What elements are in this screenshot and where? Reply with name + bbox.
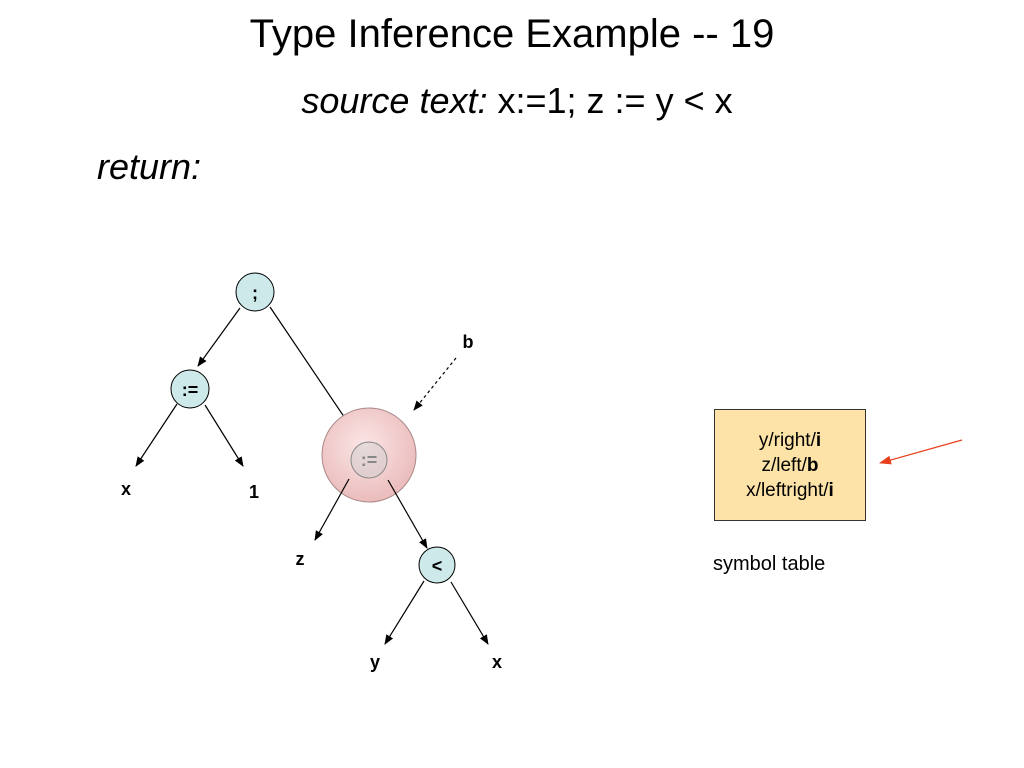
assign-right-node[interactable] [350,441,388,479]
assign-right-label: := [361,450,378,470]
b-pointer-arrow [413,357,457,411]
symbol-table-row-x: x/leftright/i [746,478,834,503]
root-node-label: ; [252,283,258,303]
less-than-label: < [432,556,443,576]
assign-left-node[interactable] [170,369,210,409]
symbol-row-x-type: i [828,479,834,501]
assign-left-label: := [182,380,199,400]
leaf-1: 1 [249,482,259,502]
symbol-row-y-name: y/right/ [758,429,816,451]
edge-root-to-assign-left [197,307,241,367]
leaf-x-right: x [492,652,502,672]
assign-right-highlight [321,407,417,503]
symbol-table-caption: symbol table [713,553,826,575]
symbol-row-z-name: z/left/ [761,454,807,476]
edge-lt-to-y [384,580,425,645]
leaf-z: z [296,549,305,569]
edge-root-to-assign-right [269,306,358,437]
symbol-table-row-z: z/left/b [761,453,818,478]
leaf-x-left: x [121,479,131,499]
symbol-table-arrow [879,439,963,465]
symbol-table-row-y: y/right/i [759,428,821,453]
edge-assign-right-to-z [314,478,350,541]
return-label: return: [97,146,202,187]
leaf-y: y [370,652,380,672]
symbol-row-x-name: x/leftright/ [746,479,829,501]
symbol-table: y/right/i z/left/b x/leftright/i [714,409,866,521]
symbol-row-z-type: b [806,454,819,476]
source-text-label: source text: [301,80,488,121]
less-than-node[interactable] [418,546,456,584]
root-node[interactable] [235,272,275,312]
source-code: x:=1; z := y < x [497,80,733,121]
slide-title: Type Inference Example -- 19 [249,12,775,56]
edge-assign-left-to-x [135,403,178,467]
edge-lt-to-x [450,581,489,645]
b-pointer-label: b [463,332,474,352]
edge-assign-right-to-lt [387,479,428,549]
source-text-line: source text: x:=1; z := y < x [0,76,1024,126]
symbol-row-y-type: i [815,429,822,451]
edge-assign-left-to-1 [204,404,244,467]
